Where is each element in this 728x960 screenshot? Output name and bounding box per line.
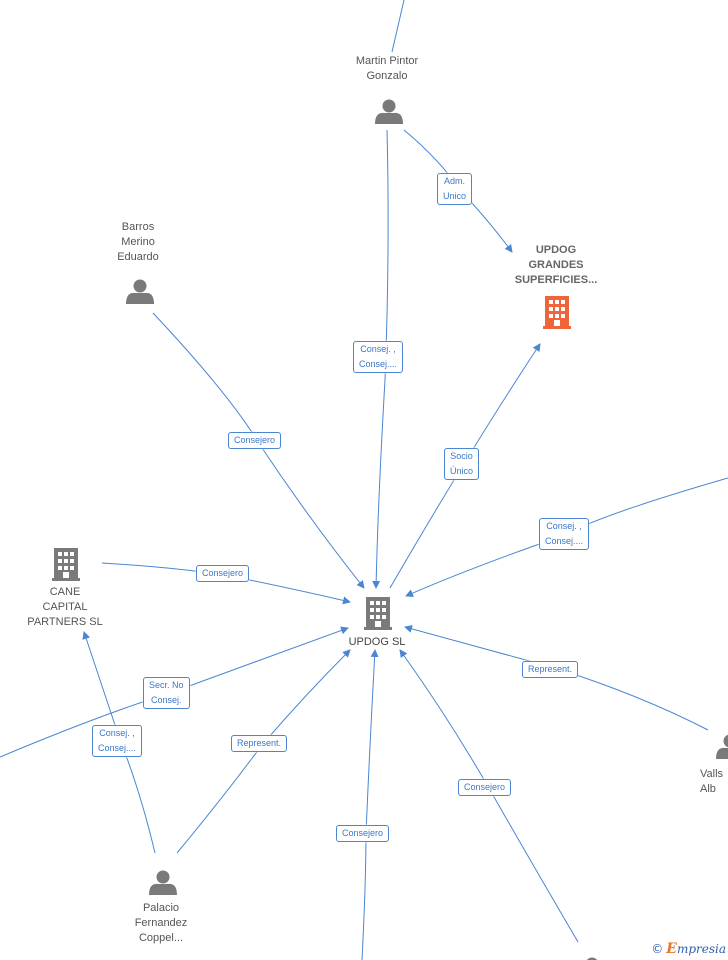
edge-line-top-offscreen <box>391 0 405 53</box>
building-icon[interactable] <box>52 548 80 581</box>
node-label-barros-merino[interactable]: Barros Merino Eduardo <box>117 221 159 263</box>
edge-line-consejero-bottom <box>361 649 379 960</box>
edge-label-adm-unico[interactable]: Adm. Unico <box>437 173 473 205</box>
edge-label-socio-unico[interactable]: Socio Único <box>444 448 480 480</box>
brand-name: mpresia <box>676 942 726 956</box>
edge-label-consejero-barros[interactable]: Consejero <box>228 432 282 449</box>
person-icon[interactable] <box>149 870 177 896</box>
node-label-valls[interactable]: Valls Alb <box>700 768 724 795</box>
edge-label-secr-no-consej[interactable]: Secr. No Consej. <box>143 677 190 709</box>
edge-label-represent-palacio[interactable]: Represent. <box>231 735 288 752</box>
node-label-martin-pintor[interactable]: Martin Pintor Gonzalo <box>355 55 419 82</box>
edge-label-consej-right[interactable]: Consej. , Consej.... <box>539 518 590 550</box>
node-label-updog-grandes[interactable]: UPDOG GRANDES SUPERFICIES... <box>514 244 598 286</box>
edge-line-consej-martin <box>372 129 389 589</box>
node-label-cane-capital[interactable]: CANE CAPITAL PARTNERS SL <box>27 586 103 628</box>
edge-label-consejero-bottom-right[interactable]: Consejero <box>458 779 512 796</box>
node-label-palacio-fernandez[interactable]: Palacio Fernandez Coppel... <box>134 902 188 944</box>
node-label-updog-sl[interactable]: UPDOG SL <box>348 636 406 648</box>
building-icon[interactable] <box>364 597 392 630</box>
edge-line-consejero-bottom-right <box>399 649 579 943</box>
edge-label-consej-left[interactable]: Consej. , Consej.... <box>92 725 143 757</box>
edge-label-consej-martin[interactable]: Consej. , Consej.... <box>353 341 404 373</box>
brand-watermark: ©Empresia <box>651 941 726 957</box>
person-icon[interactable] <box>375 99 403 125</box>
edge-line-consejero-barros <box>152 312 365 589</box>
edge-label-consejero-cane[interactable]: Consejero <box>196 565 250 582</box>
brand-initial: E <box>666 941 677 957</box>
person-icon[interactable] <box>716 734 728 760</box>
edge-line-represent-valls <box>404 625 709 731</box>
copyright-icon: © <box>651 942 664 956</box>
edge-label-consejero-bottom[interactable]: Consejero <box>336 825 390 842</box>
building-icon[interactable] <box>543 296 571 329</box>
person-icon[interactable] <box>126 279 154 305</box>
edge-label-represent-valls[interactable]: Represent. <box>522 661 579 678</box>
person-icon[interactable] <box>578 957 606 960</box>
